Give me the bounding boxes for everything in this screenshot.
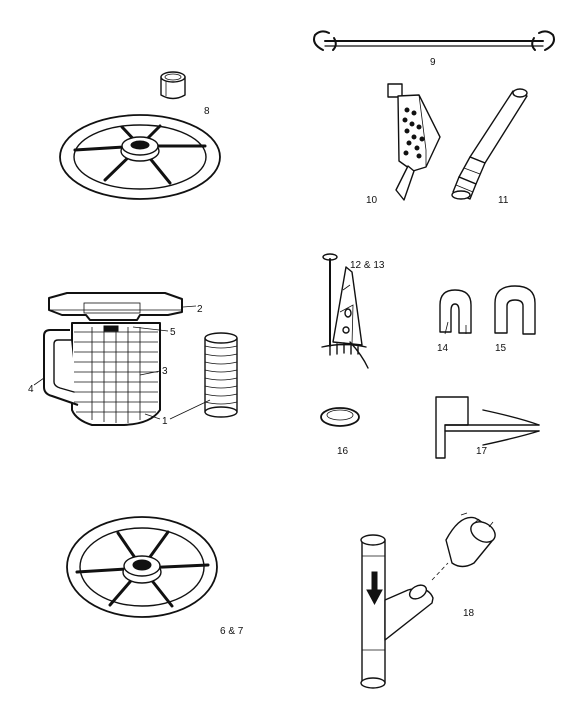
part-18-fitting-drawing <box>360 512 496 689</box>
leader-lines-main-unit <box>33 305 211 420</box>
part-9-bar-drawing <box>313 30 555 51</box>
part-17-bracket-drawing <box>435 396 540 459</box>
label-part-16: 16 <box>337 446 349 457</box>
label-part-2: 2 <box>197 304 203 315</box>
part-14-clip-drawing <box>439 289 472 335</box>
label-part-5: 5 <box>170 327 176 338</box>
label-part-6-7: 6 & 7 <box>220 626 244 637</box>
label-part-11: 11 <box>498 195 509 206</box>
label-part-3: 3 <box>162 366 168 377</box>
label-part-14: 14 <box>437 343 449 354</box>
part-10-plate-drawing <box>387 83 441 201</box>
part-3-body-drawing <box>43 322 161 426</box>
label-part-17: 17 <box>476 446 488 457</box>
label-part-12-13: 12 & 13 <box>350 260 385 271</box>
part-1-hose-drawing <box>204 332 238 418</box>
part-8-disc-drawing <box>59 114 221 200</box>
label-part-15: 15 <box>495 343 507 354</box>
part-8-collar-drawing <box>160 71 186 100</box>
label-part-4: 4 <box>28 384 34 395</box>
part-15-clip-drawing <box>494 285 536 335</box>
part-6-7-disc-drawing <box>66 516 218 618</box>
label-part-18: 18 <box>463 608 475 619</box>
label-part-10: 10 <box>366 195 378 206</box>
part-16-washer-drawing <box>320 407 360 427</box>
part-12-13-pole-drawing <box>321 253 369 369</box>
label-part-9: 9 <box>430 57 436 68</box>
part-2-housing-top-drawing <box>48 292 183 321</box>
part-11-pipe-drawing <box>451 88 528 200</box>
label-part-8: 8 <box>204 106 210 117</box>
label-part-1: 1 <box>162 416 168 427</box>
